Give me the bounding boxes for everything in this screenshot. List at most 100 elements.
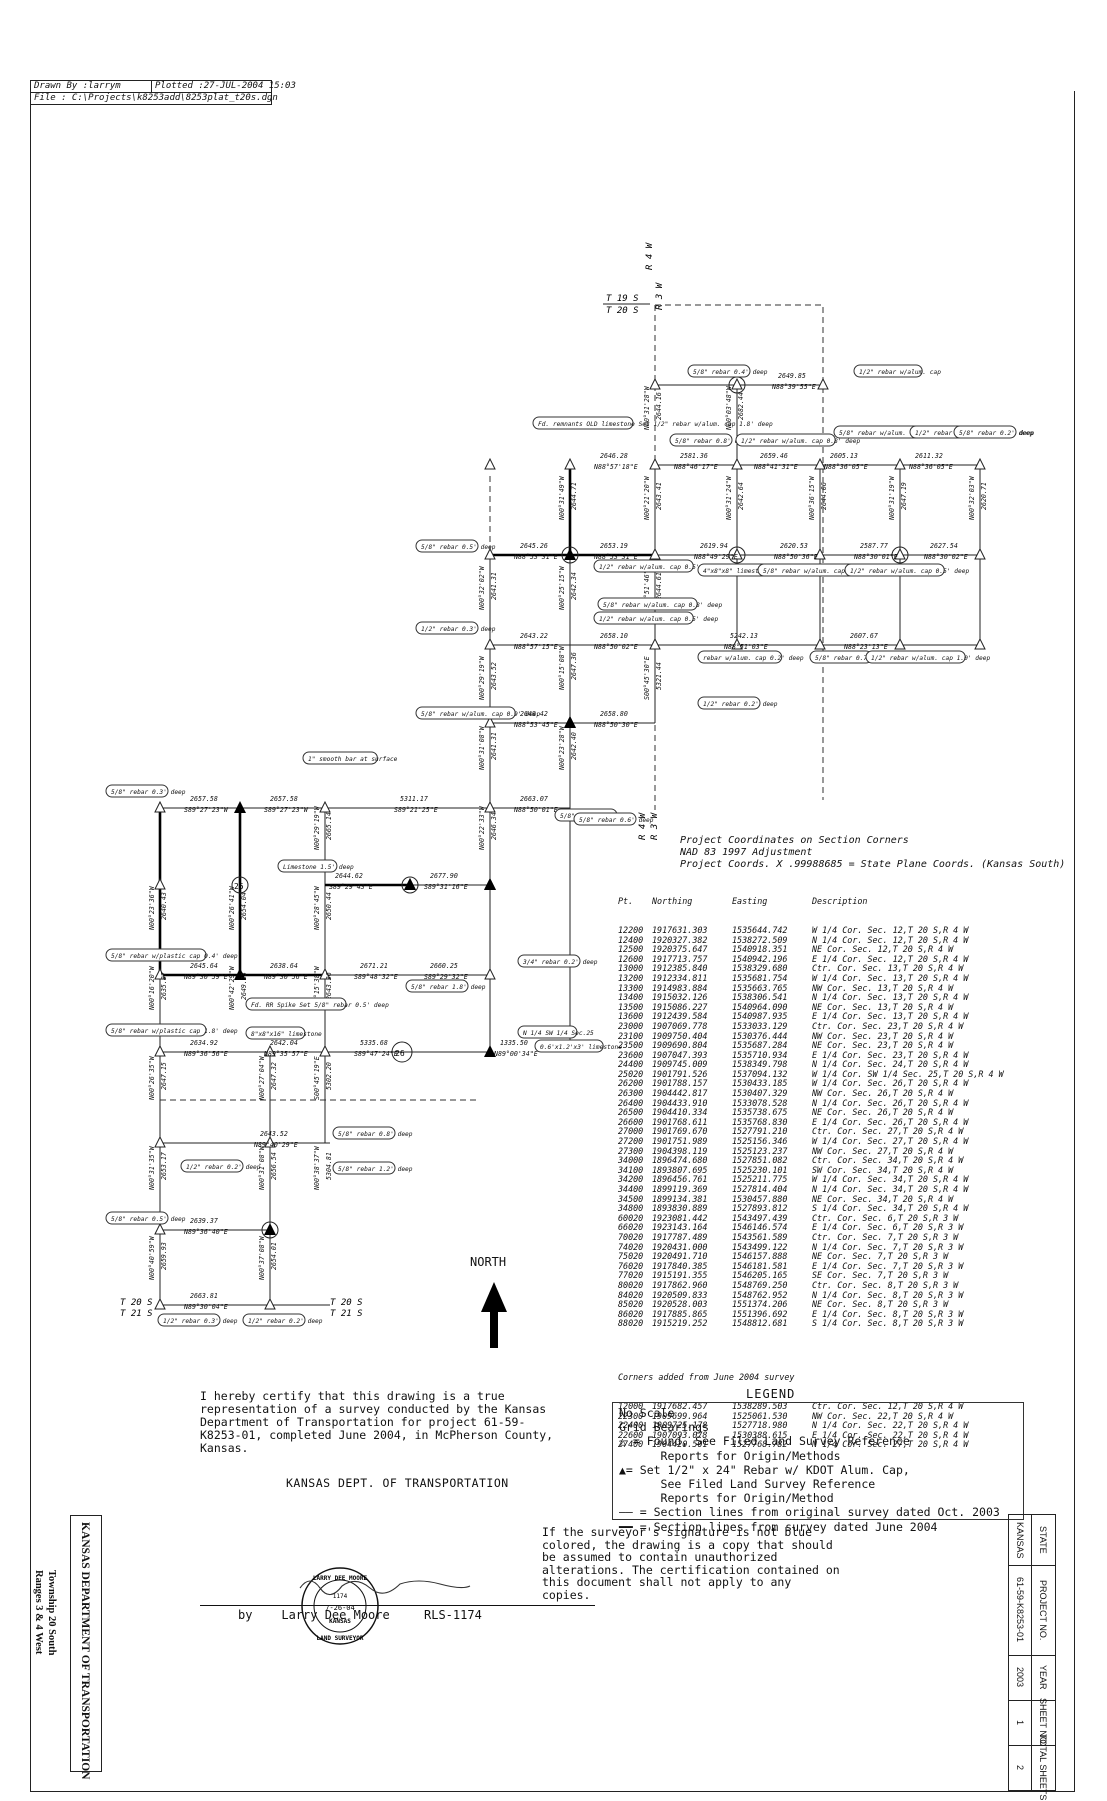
description: W 1/4 Cor. Sec. 13,T 20 S,R 4 W bbox=[812, 972, 969, 983]
description: NW Cor. Sec. 22,T 20 S,R 4 W bbox=[812, 1410, 954, 1421]
easting: 1548769.250 bbox=[732, 1279, 788, 1290]
found-corner-icon bbox=[484, 715, 496, 728]
northing: 1896474.680 bbox=[652, 1155, 708, 1166]
northing: 1909750.404 bbox=[652, 1030, 708, 1041]
monument-note: 1/2" rebar w/alum. cap 0.8' deep bbox=[741, 438, 860, 445]
distance-label: 2663.07 bbox=[520, 795, 548, 803]
surveyor-rls: RLS-1174 bbox=[424, 1608, 482, 1622]
monument-note: 5/8" rebar 0.7' deep bbox=[815, 655, 890, 662]
easting: 1535738.675 bbox=[732, 1107, 788, 1118]
northing: 1915191.355 bbox=[652, 1270, 708, 1281]
northing: 1909690.804 bbox=[652, 1040, 708, 1051]
bearing-label: N88°36'05"E bbox=[908, 463, 953, 471]
point-id: 26400 bbox=[618, 1097, 644, 1108]
description: NW Cor. Sec. 26,T 20 S,R 4 W bbox=[812, 1088, 954, 1099]
northing: 1914983.884 bbox=[652, 982, 708, 993]
agency-name: KANSAS DEPARTMENT OF TRANSPORTATION bbox=[79, 1522, 91, 1780]
description: Ctr. Cor. Sec. 34,T 20 S,R 4 W bbox=[812, 1155, 964, 1166]
point-id: 13500 bbox=[618, 1001, 644, 1012]
tb-year: 2003 YEAR bbox=[1009, 1655, 1055, 1701]
monument-note: 1/2" rebar 0.3' deep bbox=[163, 1318, 238, 1325]
easting: 1546157.888 bbox=[732, 1251, 788, 1262]
found-corner-icon bbox=[649, 377, 661, 390]
point-id: 22400 bbox=[618, 1420, 644, 1431]
point-id: 27200 bbox=[618, 1136, 644, 1147]
found-corner-icon bbox=[731, 457, 743, 470]
bearing-label: N89°30'04"E bbox=[183, 1303, 228, 1311]
description: W 1/4 Cor. Sec. 34,T 20 S,R 4 W bbox=[812, 1174, 969, 1185]
drawn-by: Drawn By :larrym bbox=[34, 81, 121, 91]
description: W 1/4 Cor. Sec. 27,T 20 S,R 4 W bbox=[812, 1136, 969, 1147]
north-arrow-icon bbox=[481, 1282, 507, 1348]
monument-note: 5/8" rebar 0.8' deep bbox=[338, 1131, 413, 1138]
bearing-label: S89°31'16"E bbox=[424, 883, 468, 891]
bearing-label: N88°53'31"E bbox=[513, 553, 558, 561]
description: Ctr. Cor. Sec. 27,T 20 S,R 4 W bbox=[812, 1126, 964, 1137]
description: Ctr. Cor. Sec. 13,T 20 S,R 4 W bbox=[812, 963, 964, 974]
point-id: 34000 bbox=[618, 1155, 644, 1166]
twp-top-a: T 19 S bbox=[606, 294, 639, 304]
monument-note: 5/8" rebar w/alum. cap 0.9' deep bbox=[421, 711, 540, 718]
monument-note: 1/2" rebar w/alum. cap 1.0' deep bbox=[871, 655, 990, 662]
legend-line: ━━ = Section lines from survey dated Jun… bbox=[619, 1519, 938, 1534]
bearing-label: N88°49'29"E bbox=[693, 553, 738, 561]
vertical-bearing-label: N00°42'29"W bbox=[228, 965, 236, 1011]
note-bubble bbox=[687, 364, 751, 378]
seal-no: 1174 bbox=[333, 1593, 348, 1600]
vertical-bearing-label: N00°31'24"W bbox=[725, 475, 733, 521]
point-id: 27000 bbox=[618, 1126, 644, 1137]
northing: 1904433.910 bbox=[652, 1097, 708, 1108]
point-id: 88020 bbox=[618, 1318, 644, 1329]
bearing-label: N89°30'56"E bbox=[263, 973, 308, 981]
description: E 1/4 Cor. Sec. 12,T 20 S,R 4 W bbox=[812, 953, 969, 964]
monument-note: 5/8" rebar 1.2' deep bbox=[338, 1166, 413, 1173]
bearing-label: S89°27'23"W bbox=[264, 806, 309, 814]
point-id: 13200 bbox=[618, 972, 644, 983]
monument-note: 1/2" rebar 0.2' deep bbox=[186, 1164, 261, 1171]
easting: 1538306.541 bbox=[732, 992, 788, 1003]
description: NW Cor. Sec. 13,T 20 S,R 4 W bbox=[812, 982, 954, 993]
note-bubble bbox=[597, 597, 698, 611]
distance-label: 2643.22 bbox=[520, 632, 548, 640]
northing: 1893830.889 bbox=[652, 1203, 708, 1214]
vertical-bearing-label: N00°32'02"W bbox=[478, 565, 486, 611]
point-id: 26600 bbox=[618, 1116, 644, 1127]
monument-note: 5/8" rebar 0.5' deep bbox=[421, 544, 496, 551]
distance-label: 2620.53 bbox=[780, 542, 808, 550]
easting: 1533033.129 bbox=[732, 1020, 788, 1031]
note-bubble bbox=[573, 812, 637, 826]
point-id: 23600 bbox=[618, 1049, 644, 1060]
distance-label: 2648.42 bbox=[520, 710, 548, 718]
vertical-bearing-label: N00°23'36"W bbox=[148, 885, 156, 931]
vertical-distance-label: 2665.14 bbox=[325, 812, 333, 840]
legend-line: △ = Found, See Filed Land Survey Referen… bbox=[619, 1434, 910, 1449]
vertical-distance-label: 2647.32 bbox=[270, 1062, 278, 1090]
set-rebar-icon bbox=[234, 968, 246, 980]
northing: 1907069.778 bbox=[652, 1020, 708, 1031]
easting: 1540942.196 bbox=[732, 953, 788, 964]
distance-label: 2642.04 bbox=[270, 1039, 298, 1047]
note-bubble bbox=[105, 948, 207, 962]
note-bubble bbox=[532, 416, 634, 430]
point-id: 74020 bbox=[618, 1241, 644, 1252]
plotted: Plotted :27-JUL-2004 15:03 bbox=[151, 81, 296, 92]
point-id: 12400 bbox=[618, 934, 644, 945]
vertical-distance-label: 2640.43 bbox=[160, 892, 168, 920]
vertical-bearing-label: N00°31'28"W bbox=[643, 385, 651, 431]
project-note: Project Coordinates on Section Corners N… bbox=[680, 835, 1066, 870]
tb-total: 2 TOTAL SHEETS bbox=[1009, 1734, 1055, 1800]
found-corner-icon bbox=[154, 1297, 166, 1310]
monument-note: 0.6'x1.2'x3' limestone bbox=[540, 1043, 622, 1051]
